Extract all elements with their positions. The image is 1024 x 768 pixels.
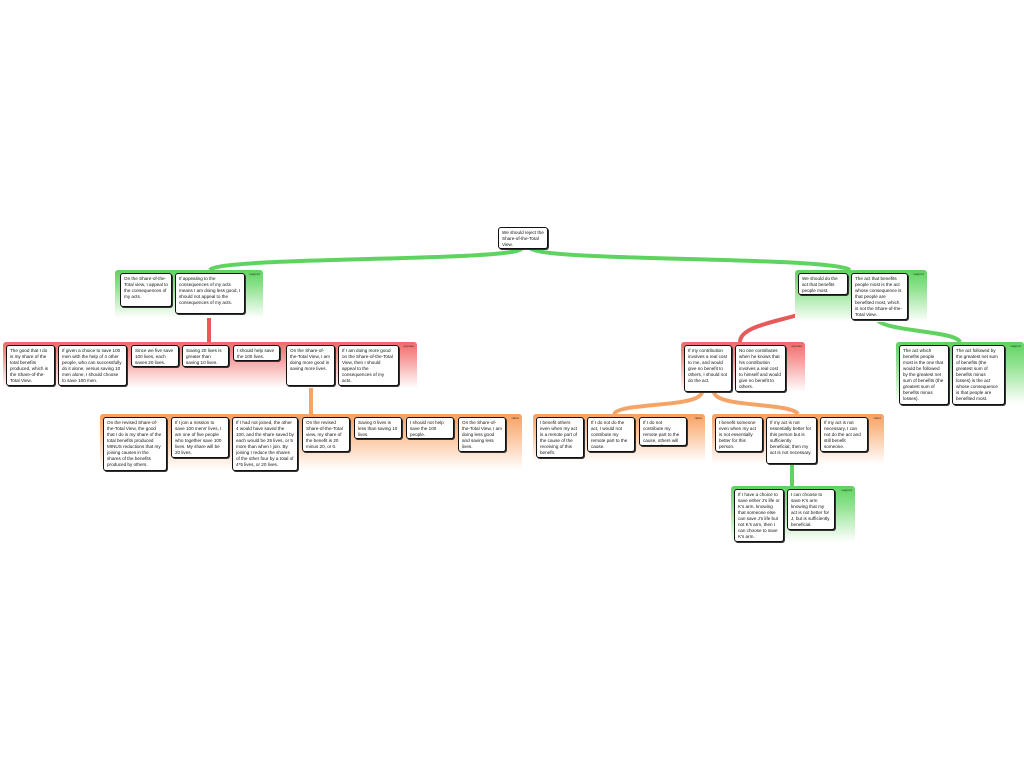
premise-node[interactable]: On the Share-of-the-Total View, I am doi… (458, 417, 506, 452)
premise-node[interactable]: If I had not joined, the other 4 would h… (232, 417, 298, 471)
premise-node[interactable]: I should not help save the 100 people. (406, 417, 454, 439)
premise-node[interactable]: On the revised Share-of-the-Total View, … (103, 417, 167, 471)
group-label: oppose (791, 344, 802, 348)
premise-node[interactable]: I can choose to save K's arm knowing tha… (787, 489, 835, 530)
premise-node[interactable]: If given a choice to save 100 men with t… (58, 345, 127, 386)
group-label: rebut (511, 416, 519, 420)
premise-node[interactable]: On the Share-of-the-Total view, I appeal… (120, 273, 172, 307)
premise-node[interactable]: No one contributes when he knows that hi… (735, 345, 786, 392)
group-label: rebut (694, 416, 702, 420)
connector-g5-g7 (612, 390, 704, 416)
connector-root-g1 (208, 246, 524, 272)
group-label: support (1010, 344, 1021, 348)
group-label: support (841, 488, 852, 492)
premise-node[interactable]: The act followed by the greatest net sum… (952, 345, 1005, 405)
premise-node[interactable]: If my contribution involves a real cost … (684, 345, 732, 392)
premise-node[interactable]: If I join a mission to save 100 mens' li… (171, 417, 229, 458)
premise-node[interactable]: If my act is not necessary, I can not do… (820, 417, 868, 452)
group-label: oppose (403, 344, 414, 348)
premise-node[interactable]: I should help save the 100 lives. (233, 345, 280, 361)
premise-node[interactable]: The act that benefits people most is the… (851, 273, 908, 320)
premise-node[interactable]: If I do not do the act, I would not cont… (587, 417, 635, 452)
group-label: support (913, 272, 924, 276)
premise-node[interactable]: If I have a choice to save either J's li… (734, 489, 784, 542)
premise-node[interactable]: I benefit others even when my act is a r… (536, 417, 584, 458)
premise-node[interactable]: The good that I do is my share of the to… (6, 345, 55, 386)
premise-node[interactable]: If I am doing more good on the Share-of-… (338, 345, 399, 386)
premise-node[interactable]: If my act is not essentially better for … (766, 417, 817, 464)
premise-node[interactable]: I benefit someone even when my act is no… (715, 417, 763, 452)
premise-node[interactable]: Saving 0 lives is less than saving 10 li… (354, 417, 402, 439)
group-label: rebut (873, 416, 881, 420)
premise-node[interactable]: If I do not contribute my remote part to… (639, 417, 687, 446)
connector-g5-g8 (712, 391, 800, 416)
root-claim[interactable]: We should reject the Share-of-the-Total … (498, 227, 548, 249)
premise-node[interactable]: Saving 20 lives is greater than saving 1… (182, 345, 229, 367)
connector-root-g4 (528, 246, 852, 272)
premise-node[interactable]: Since we five save 100 lives, each saves… (131, 345, 179, 367)
group-label: support (249, 272, 260, 276)
premise-node[interactable]: We should do the act that benefits peopl… (798, 273, 848, 295)
premise-node[interactable]: On the revised Share-of-the-Total view, … (302, 417, 350, 452)
premise-node[interactable]: If appealing to the consequences of my a… (175, 273, 245, 314)
premise-node[interactable]: The act which benefits people most is th… (899, 345, 949, 405)
premise-node[interactable]: On the Share-of-the-Total View, I am doi… (286, 345, 335, 386)
